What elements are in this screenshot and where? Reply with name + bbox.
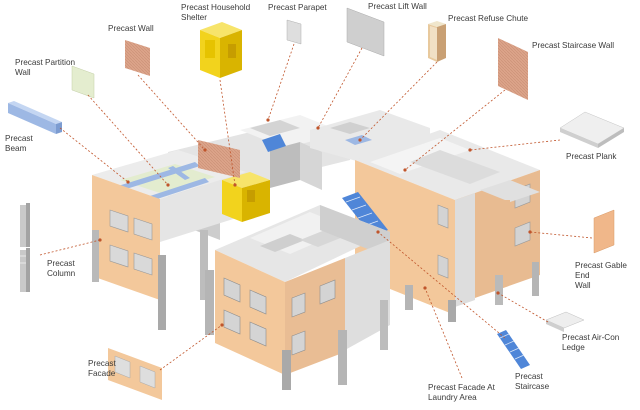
label-facade-laundry: Precast Facade At Laundry Area [428, 383, 495, 402]
aircon-ledge-component [545, 311, 585, 332]
label-facade: Precast Facade [88, 359, 116, 378]
label-beam: Precast Beam [5, 134, 33, 153]
label-column: Precast Column [47, 259, 76, 278]
label-lift-wall: Precast Lift Wall [368, 2, 427, 11]
leader-dots [98, 118, 532, 327]
parapet-component [286, 19, 302, 45]
label-plank: Precast Plank [566, 152, 617, 161]
beam-component [8, 101, 62, 134]
household-shelter-installed [222, 172, 270, 222]
label-wall: Precast Wall [108, 24, 154, 33]
column-component [20, 203, 30, 292]
label-staircase-wall: Precast Staircase Wall [532, 41, 615, 50]
lift-wall-component [346, 7, 385, 57]
facade-component [108, 348, 162, 400]
staircase-component [497, 330, 530, 369]
label-staircase: Precast Staircase [515, 372, 550, 391]
front-center-block [205, 205, 390, 390]
gable-end-wall-component [593, 209, 615, 254]
right-wing [342, 130, 540, 322]
label-household-shelter: Precast Household Shelter [181, 3, 251, 22]
partition-wall-component [71, 65, 95, 99]
label-aircon-ledge: Precast Air-Con Ledge [562, 333, 620, 352]
label-gable-end-wall: Precast Gable End Wall [575, 261, 627, 290]
refuse-chute-component [428, 21, 446, 62]
installed-wall-panel [198, 140, 240, 178]
wall-component [125, 40, 150, 76]
label-partition-wall: Precast Partition Wall [15, 58, 76, 77]
leader-lines [39, 43, 593, 379]
label-refuse-chute: Precast Refuse Chute [448, 14, 529, 23]
staircase-wall-component [498, 38, 528, 100]
plank-component [559, 111, 625, 148]
shelter-component [200, 22, 242, 78]
label-parapet: Precast Parapet [268, 3, 327, 12]
